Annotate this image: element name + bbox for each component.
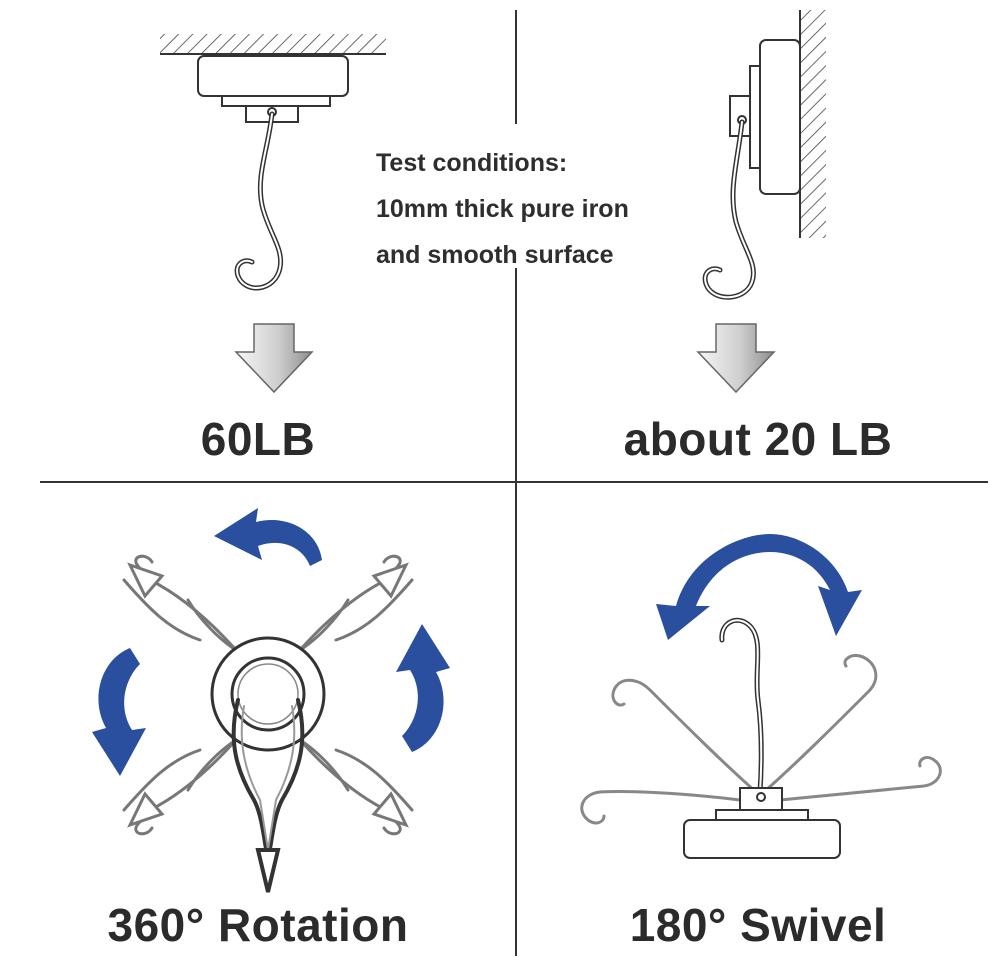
swivel-diagram bbox=[580, 534, 942, 859]
test-conditions-heading: Test conditions: bbox=[376, 149, 568, 177]
magnet-body bbox=[197, 55, 349, 97]
magnet-body bbox=[759, 39, 801, 195]
wall-mounted-magnetic-hook-icon bbox=[702, 10, 826, 300]
swiveled-hook-ghost bbox=[611, 678, 758, 794]
magnet-base bbox=[715, 809, 809, 821]
main-hook bbox=[231, 698, 305, 893]
swiveled-hook-ghost bbox=[580, 790, 742, 825]
magnet-inner-ring bbox=[230, 656, 306, 732]
swiveled-hook-ghost bbox=[778, 756, 942, 802]
swivel-caption: 180° Swivel bbox=[629, 899, 887, 951]
rotation-caption: 360° Rotation bbox=[107, 899, 409, 951]
curved-rotation-arrow-icon bbox=[92, 648, 146, 776]
rotated-hook-ghost bbox=[298, 738, 402, 836]
curved-rotation-arrow-icon bbox=[214, 508, 322, 566]
magnet-body bbox=[683, 819, 841, 859]
curved-rotation-arrow-icon bbox=[396, 624, 450, 752]
rotated-hook-ghost bbox=[134, 554, 238, 652]
curved-swivel-arrow-icon bbox=[656, 534, 862, 640]
swiveled-hook-ghost bbox=[762, 654, 878, 794]
wall-hatch bbox=[800, 10, 826, 238]
rotation-diagram bbox=[92, 508, 450, 893]
down-arrow-icon bbox=[696, 323, 776, 394]
down-arrow-icon bbox=[234, 323, 314, 394]
ceiling-mounted-magnetic-hook-icon bbox=[160, 34, 386, 291]
magnet-base bbox=[221, 95, 331, 107]
rotated-hook-ghost bbox=[298, 554, 402, 652]
hook-wire bbox=[702, 119, 756, 300]
magnet-base bbox=[749, 65, 761, 169]
rotated-hook-ghost bbox=[134, 738, 238, 836]
test-conditions-note: Test conditions: 10mm thick pure iron an… bbox=[376, 140, 629, 278]
test-conditions-material: 10mm thick pure iron bbox=[376, 195, 629, 223]
ceiling-hatch bbox=[160, 34, 386, 54]
ceiling-load-caption: 60LB bbox=[200, 413, 316, 465]
wall-load-caption: about 20 LB bbox=[623, 413, 893, 465]
test-conditions-surface: and smooth surface bbox=[376, 241, 614, 269]
